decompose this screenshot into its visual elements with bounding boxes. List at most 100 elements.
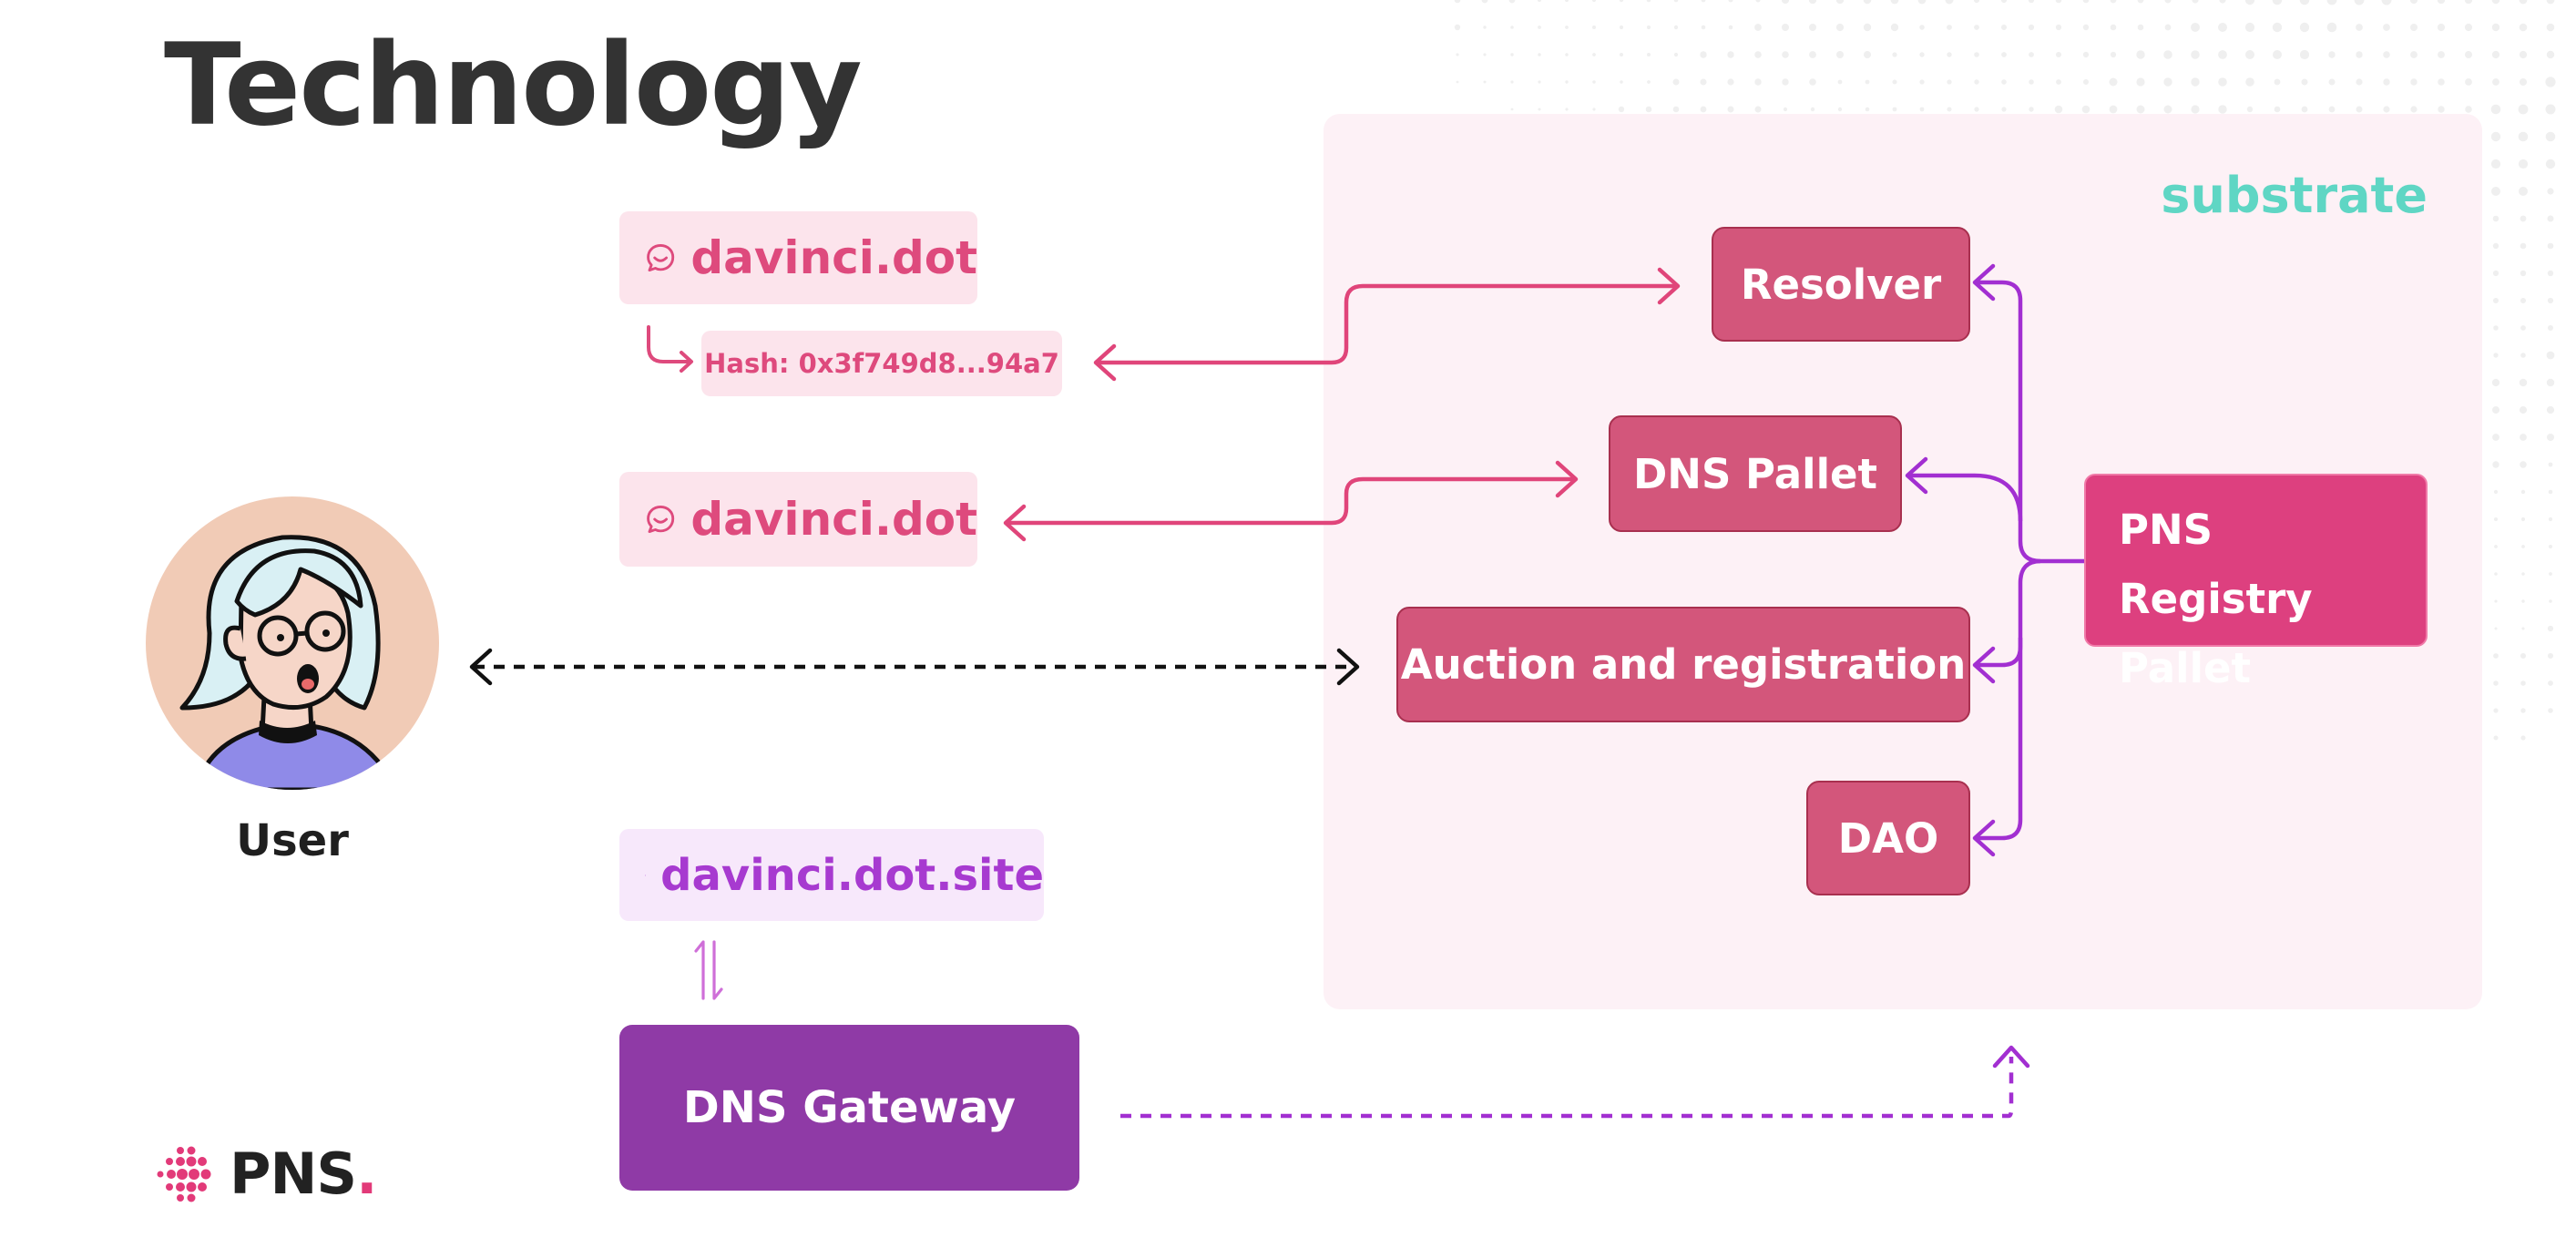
background-dot xyxy=(2136,77,2145,87)
background-dot xyxy=(1865,79,1870,85)
dao-node: DAO xyxy=(1806,781,1970,895)
background-dot xyxy=(2520,406,2527,414)
background-dot xyxy=(1919,79,1925,85)
pns-registry-pallet-node: PNS Registry Pallet xyxy=(2084,474,2428,692)
background-dot xyxy=(1890,23,1899,32)
user-label: User xyxy=(236,815,349,866)
background-dot xyxy=(1919,107,1925,112)
background-dot xyxy=(2521,599,2525,603)
background-dot xyxy=(1456,53,1459,56)
background-dot xyxy=(2082,51,2090,58)
background-dot xyxy=(2520,517,2526,522)
background-dot xyxy=(1809,24,1816,31)
background-dot xyxy=(2518,104,2529,115)
background-dot xyxy=(2547,434,2554,441)
background-dot xyxy=(2164,24,2172,31)
background-dot xyxy=(2520,708,2526,713)
background-dot xyxy=(2301,106,2308,113)
background-dot xyxy=(1809,51,1816,58)
background-dot xyxy=(2438,78,2445,86)
background-dot xyxy=(2083,79,2089,85)
background-dot xyxy=(2136,50,2145,59)
background-dot xyxy=(2520,434,2527,441)
background-dot xyxy=(1619,25,1624,30)
page-title: Technology xyxy=(164,20,863,151)
background-dot xyxy=(2518,131,2529,142)
background-dot xyxy=(1510,107,1514,111)
background-dot xyxy=(2219,0,2226,4)
background-dot xyxy=(2546,378,2555,387)
background-dot xyxy=(2110,24,2117,31)
background-dot xyxy=(2410,51,2418,58)
background-dot xyxy=(2493,735,2499,741)
background-dot xyxy=(1564,0,1569,3)
logo-text-main: PNS xyxy=(230,1141,357,1207)
background-dot xyxy=(2328,106,2336,113)
background-dot xyxy=(1919,25,1925,30)
background-dot xyxy=(1508,0,1516,4)
resolver-node: Resolver xyxy=(1712,227,1970,342)
logo-dot: . xyxy=(355,1141,378,1207)
background-dot xyxy=(1835,0,1845,5)
background-dot xyxy=(1620,80,1623,84)
background-dot xyxy=(2494,572,2498,576)
background-dot xyxy=(2545,104,2556,115)
background-dot xyxy=(1673,52,1679,57)
background-dot xyxy=(2028,0,2035,4)
background-dot xyxy=(1835,23,1845,32)
background-dot xyxy=(2356,51,2363,58)
background-dot xyxy=(2109,77,2118,87)
name-chip-site: davinci.dot.site xyxy=(619,829,1044,921)
background-dot xyxy=(1646,25,1651,30)
background-dot xyxy=(2491,0,2500,5)
background-dot xyxy=(1646,0,1651,3)
background-dot xyxy=(1754,106,1762,113)
background-dot xyxy=(2191,50,2200,59)
background-dot xyxy=(1454,24,1461,31)
background-dot xyxy=(2546,405,2555,414)
background-dot xyxy=(2383,78,2390,86)
background-dot xyxy=(2521,545,2525,548)
background-dot xyxy=(2546,351,2555,360)
background-dot xyxy=(1892,107,1897,112)
background-dot xyxy=(2520,78,2527,86)
background-dot xyxy=(2328,78,2336,86)
background-dot xyxy=(2326,0,2337,5)
background-dot xyxy=(1727,106,1734,113)
background-dot xyxy=(1728,0,1733,3)
background-dot xyxy=(2494,545,2498,548)
background-dot xyxy=(2548,653,2553,659)
background-dot xyxy=(2383,24,2390,31)
background-dot xyxy=(2493,489,2499,495)
background-dot xyxy=(1782,51,1789,58)
background-dot xyxy=(2326,22,2337,33)
background-dot xyxy=(2549,572,2552,576)
background-dot xyxy=(2244,0,2255,5)
background-dot xyxy=(2519,50,2528,59)
background-dot xyxy=(2192,0,2199,4)
background-dot xyxy=(2520,270,2527,277)
background-dot xyxy=(1973,0,1980,4)
background-dot xyxy=(1808,0,1817,5)
background-dot xyxy=(2492,242,2499,250)
background-dot xyxy=(2164,0,2172,4)
chat-icon xyxy=(647,243,675,272)
background-dot xyxy=(2519,187,2528,196)
background-dot xyxy=(2218,50,2227,59)
background-dot xyxy=(2029,79,2034,85)
background-dot xyxy=(2001,107,2007,112)
pns-logo: PNS. xyxy=(153,1141,378,1207)
background-dot xyxy=(2493,653,2499,659)
background-dot xyxy=(2000,0,2008,4)
background-dot xyxy=(2273,50,2282,59)
background-dot xyxy=(2437,23,2446,32)
name-top-label: davinci.dot xyxy=(690,231,977,284)
registry-label-line2: Pallet xyxy=(2119,644,2252,692)
background-dot xyxy=(2001,25,2007,30)
background-dot xyxy=(1483,80,1487,84)
background-dot xyxy=(2547,270,2554,277)
logo-text: PNS. xyxy=(230,1141,378,1207)
background-dot xyxy=(2299,22,2310,33)
background-dot xyxy=(2163,105,2172,114)
background-dot xyxy=(1483,26,1487,29)
